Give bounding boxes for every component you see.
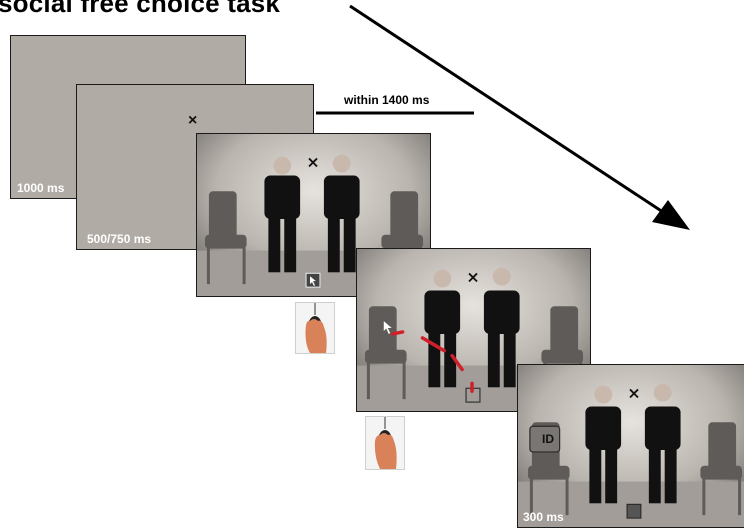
figure-title: social free choice task <box>0 0 281 18</box>
duration-300: 300 ms <box>523 510 564 524</box>
cursor-icon <box>310 276 316 287</box>
id-badge-label: ID <box>542 432 554 446</box>
id-badge <box>529 425 561 453</box>
window-label: within 1400 ms <box>344 93 430 107</box>
scene-screen-3: × ID 300 ms <box>517 364 744 528</box>
fixation-cross-scene-3: × <box>627 384 640 403</box>
fixation-cross-scene-2: × <box>466 268 479 287</box>
hand-icon-2 <box>366 417 404 469</box>
mouse-hand-image-1 <box>295 302 335 354</box>
fixation-cross: × <box>188 112 198 129</box>
cursor-icon-2 <box>383 321 392 334</box>
fixation-cross-scene-1: × <box>306 153 319 172</box>
mouse-hand-image-2 <box>365 416 405 470</box>
scene-image-3: × <box>518 365 744 527</box>
scene-image: × <box>197 134 430 296</box>
response-box-3 <box>626 503 642 519</box>
duration-1000: 1000 ms <box>17 181 65 195</box>
duration-500-750: 500/750 ms <box>87 232 152 246</box>
mouse-trajectory <box>390 330 474 393</box>
hand-icon <box>296 303 334 353</box>
